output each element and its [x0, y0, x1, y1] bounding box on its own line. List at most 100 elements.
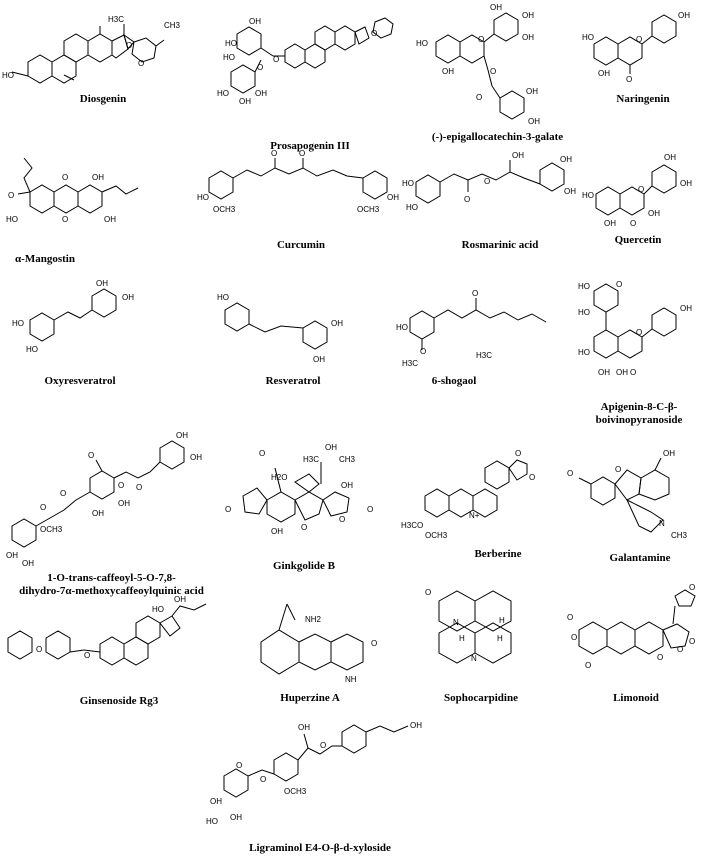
- shogaol-atom: O: [420, 347, 426, 356]
- sophocarpidine-atom: O: [425, 588, 431, 597]
- ginkgolide-atom: OH: [271, 527, 283, 536]
- caffeoylquinic-structure-icon: OH OH O O O OH OH O O OCH3 OH OH: [6, 431, 202, 568]
- egcg-atom: O: [476, 93, 482, 102]
- apigenin-atom: HO: [578, 282, 590, 291]
- compound-berberine: O O H3CO OCH3 N+ Berberine: [395, 440, 565, 570]
- compound-galantamine: OH O O N CH3 Galantamine: [565, 440, 708, 570]
- ginkgolide-atom: OH: [341, 481, 353, 490]
- sophocarpidine-atom: N: [471, 654, 477, 663]
- compound-name: Huperzine A: [280, 692, 340, 704]
- shogaol-atom: H3C: [476, 351, 492, 360]
- oxyresveratrol-atom: OH: [122, 293, 134, 302]
- sophocarpidine-structure-icon: O N H H H N: [425, 588, 512, 664]
- huperzine-atom: NH: [345, 675, 357, 684]
- shogaol-atom: O: [472, 289, 478, 298]
- compound-name: 6-shogaol: [431, 375, 477, 387]
- sophocarpidine-atom: H: [497, 634, 503, 643]
- oxyresveratrol-atom: OH: [96, 279, 108, 288]
- compound-name: Oxyresveratrol: [44, 375, 116, 387]
- limonoid-atom: O: [689, 583, 695, 592]
- caffeoylquinic-atom: O: [40, 503, 46, 512]
- compound-name: 1-O-trans-caffeoyl-5-O-7,8- dihydro-7α-m…: [19, 572, 204, 597]
- rosmarinic-atom: OH: [512, 151, 524, 160]
- ginkgolide-atom: O: [367, 505, 373, 514]
- limonoid-atom: O: [571, 633, 577, 642]
- huperzine-a-structure-icon: NH2 O NH: [260, 603, 377, 684]
- diosgenin-atom: H3C: [108, 15, 124, 24]
- ginsenoside-atom: OH: [174, 595, 186, 604]
- compound-huperzine-a: NH2 O NH Huperzine A: [225, 590, 395, 710]
- oxyresveratrol-atom: HO: [12, 319, 24, 328]
- egcg-atom: HO: [416, 39, 428, 48]
- compound-sophocarpidine: O N H H H N Sophocarpidine: [395, 585, 565, 710]
- compound-name: Diosgenin: [79, 93, 127, 105]
- compound-curcumin: O O HO OCH3 OH OCH3 Curcumin: [195, 149, 400, 260]
- prosapogenin-iii-atom: HO: [217, 89, 229, 98]
- ginsenoside-atom: O: [84, 651, 90, 660]
- galantamine-atom: O: [567, 469, 573, 478]
- compound-name: Naringenin: [616, 93, 670, 105]
- ligraminol-atom: OH: [210, 797, 222, 806]
- prosapogenin-iii-atom: HO: [223, 53, 235, 62]
- compound-ginsenoside-rg3: OH HO O O Ginsenoside Rg3: [0, 595, 220, 710]
- resveratrol-atom: HO: [217, 293, 229, 302]
- diosgenin-atom: HO: [2, 71, 14, 80]
- curcumin-atom: HO: [197, 193, 209, 202]
- egcg-atom: OH: [442, 67, 454, 76]
- compound-name: Quercetin: [614, 234, 662, 246]
- sophocarpidine-atom: H: [499, 616, 505, 625]
- epigallocatechin-structure-icon: OH OH HO O OH OH OH OH O O: [416, 3, 540, 126]
- diosgenin-atom: O: [126, 41, 132, 50]
- compound-prosapogenin-iii: HO OH HO O O O HO OH OH Prosapogenin III: [195, 0, 405, 152]
- compound-limonoid: O O O O O O O Limonoid: [565, 580, 708, 715]
- compound-name: Ginsenoside Rg3: [79, 695, 159, 707]
- quercetin-atom: O: [630, 219, 636, 228]
- curcumin-atom: OH: [387, 193, 399, 202]
- curcumin-atom: OCH3: [213, 205, 236, 214]
- ginkgolide-atom: O: [225, 505, 231, 514]
- rosmarinic-atom: OH: [564, 187, 576, 196]
- caffeoylquinic-atom: OH: [6, 551, 18, 560]
- ligraminol-atom: O: [320, 741, 326, 750]
- curcumin-atom: O: [299, 149, 305, 158]
- apigenin-atom: HO: [578, 348, 590, 357]
- caffeoylquinic-atom: O: [60, 489, 66, 498]
- apigenin-atom: HO: [578, 308, 590, 317]
- naringenin-atom: OH: [678, 11, 690, 20]
- ligraminol-atom: O: [260, 775, 266, 784]
- egcg-atom: OH: [522, 11, 534, 20]
- oxyresveratrol-atom: HO: [26, 345, 38, 354]
- egcg-atom: OH: [522, 33, 534, 42]
- mangostin-atom: HO: [6, 215, 18, 224]
- compound-name: Galantamine: [609, 552, 671, 564]
- diosgenin-atom: O: [138, 59, 144, 68]
- ginkgolide-atom: CH3: [339, 455, 356, 464]
- compound-name: Prosapogenin III: [270, 140, 350, 152]
- mangostin-atom: O: [8, 191, 14, 200]
- limonoid-atom: O: [567, 613, 573, 622]
- diosgenin-structure-icon: H3C CH3 HO O O: [2, 15, 181, 84]
- diosgenin-atom: CH3: [164, 21, 181, 30]
- naringenin-atom: HO: [582, 33, 594, 42]
- oxyresveratrol-structure-icon: HO OH HO OH: [12, 279, 134, 354]
- shogaol-atom: HO: [396, 323, 408, 332]
- compound-epigallocatechin-galate: OH OH HO O OH OH OH OH O O (-)-epigalloc…: [410, 0, 585, 150]
- resveratrol-atom: OH: [331, 319, 343, 328]
- ligraminol-atom: OH: [298, 723, 310, 732]
- curcumin-atom: OCH3: [357, 205, 380, 214]
- apigenin-atom: OH: [598, 368, 610, 377]
- compound-6-shogaol: O HO H3C O H3C 6-shogaol: [390, 289, 575, 400]
- quercetin-atom: O: [638, 185, 644, 194]
- naringenin-atom: O: [636, 35, 642, 44]
- caffeoylquinic-atom: O: [118, 481, 124, 490]
- naringenin-atom: O: [626, 75, 632, 84]
- compound-name: Ginkgolide B: [272, 560, 336, 572]
- compound-oxyresveratrol: HO OH HO OH Oxyresveratrol: [0, 279, 175, 390]
- caffeoylquinic-atom: O: [88, 451, 94, 460]
- ligraminol-atom: HO: [206, 817, 218, 826]
- sophocarpidine-atom: H: [459, 634, 465, 643]
- ligraminol-atom: OH: [410, 721, 422, 730]
- limonoid-atom: O: [689, 637, 695, 646]
- quercetin-structure-icon: OH OH HO O OH OH O: [582, 153, 692, 228]
- mangostin-atom: O: [62, 215, 68, 224]
